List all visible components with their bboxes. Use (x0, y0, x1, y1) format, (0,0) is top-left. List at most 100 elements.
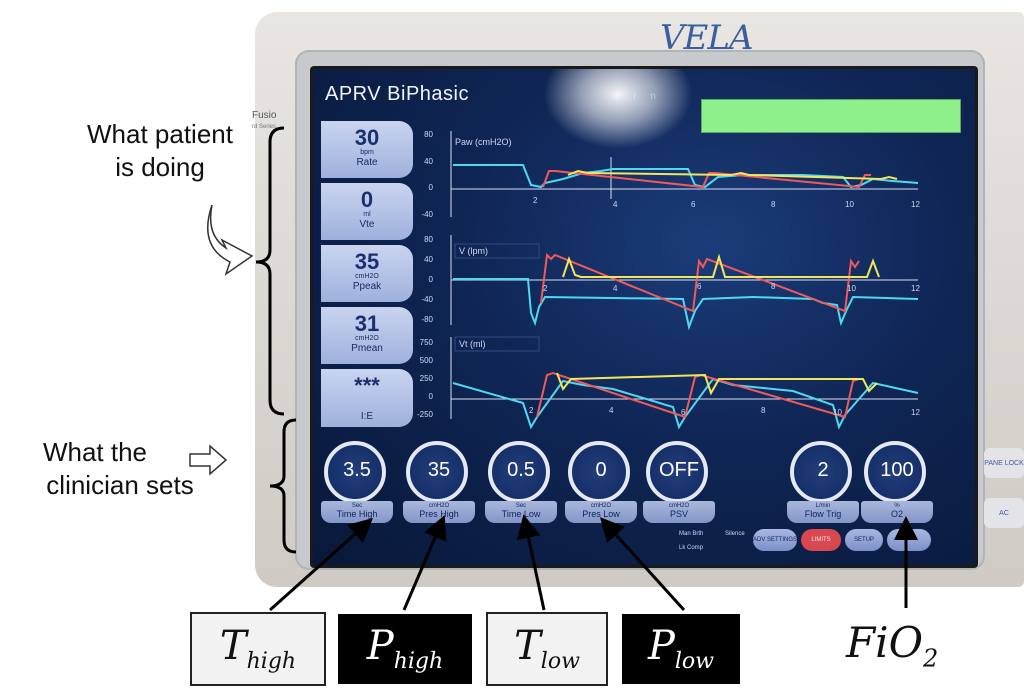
setup-label: SETUP (853, 536, 874, 543)
volume-trace-cyan (452, 377, 919, 430)
flow-xtick-8: 8 (771, 282, 776, 291)
flow-ytick-0: 0 (429, 275, 434, 284)
monitor-rate: 30 bpm Rate (321, 121, 413, 178)
limits-button[interactable]: LIMITS (801, 529, 841, 551)
flow-trace-red (540, 252, 860, 313)
knob-flow-trig-label: Flow Trig (804, 509, 842, 519)
knob-time-high-label: Time High (336, 509, 378, 519)
knob-pres-low-label: Pres Low (582, 509, 620, 519)
annotation-clinician-line1: What the (42, 437, 148, 467)
flow-trace-cyan (453, 278, 919, 331)
silence-label[interactable]: Silence (725, 531, 745, 537)
bracket-patient-icon (255, 126, 285, 416)
label-t-high-sub: high (246, 649, 297, 674)
knob-pres-high-ring (406, 441, 468, 503)
ac-label: AC (999, 509, 1009, 517)
label-fio2: FiO2 (846, 618, 938, 672)
arrow-t-low-icon (516, 514, 546, 611)
paw-xtick-8: 8 (771, 200, 776, 209)
knob-time-high-value: 3.5 (343, 459, 371, 481)
flow-xtick-12: 12 (911, 284, 920, 293)
adv-settings-label: ADV SETTINGS (753, 536, 798, 543)
annotation-clinician: What the clinician sets (20, 436, 220, 502)
paw-xtick-6: 6 (691, 200, 696, 209)
knob-o2-value: 100 (880, 459, 914, 481)
paw-ytick-80: 80 (424, 130, 433, 139)
leak-comp-label[interactable]: Lk Comp (679, 545, 704, 551)
vol-xtick-6: 6 (681, 408, 686, 417)
knob-pres-low[interactable]: 0 cmH2O Pres Low (565, 441, 637, 523)
paw-xtick-2: 2 (533, 196, 538, 205)
knob-time-high-plate: Sec Time High (321, 501, 393, 523)
knob-flow-trig-ring (790, 441, 852, 503)
knob-psv-value: OFF (659, 459, 699, 481)
knob-pres-low-ring (568, 441, 630, 503)
knob-time-high[interactable]: 3.5 Sec Time High (321, 441, 393, 523)
right-arrow-icon (189, 444, 228, 476)
vol-ytick-250: 250 (420, 374, 434, 383)
waveform-panel: Paw (cmH2O) 80 40 0 -40 2 4 6 8 10 12 V … (417, 130, 920, 430)
monitor-rate-value: 30 (354, 125, 380, 150)
monitor-pmean-unit: cmH2O (355, 335, 379, 342)
knob-pres-high-label: Pres High (419, 509, 459, 519)
waveform-flow-title: V (lpm) (459, 246, 488, 256)
panel-lock-label: PANE LOCK (984, 459, 1024, 467)
knob-time-low-unit: Sec (515, 503, 527, 509)
volume-trace-red (536, 371, 860, 419)
monitor-pmean-label: Pmean (351, 343, 383, 354)
knob-pres-low-value: 0 (595, 459, 607, 481)
vol-xtick-10: 10 (833, 408, 842, 417)
monitor-vte-value: 0 (360, 187, 374, 212)
paw-ytick-0: 0 (429, 183, 434, 192)
monitor-ppeak: 35 cmH2O Ppeak (321, 245, 413, 302)
knob-flow-trig-value: 2 (817, 459, 829, 481)
paw-ytick-40: 40 (424, 157, 433, 166)
monitor-ie-value: *** (354, 373, 380, 398)
knob-o2-label: O2 (890, 509, 903, 519)
knob-pres-high[interactable]: 35 cmH2O Pres High (403, 441, 475, 523)
limits-label: LIMITS (811, 536, 831, 543)
ventilator-screen: APRV BiPhasic a i n 30 bpm Rate 0 ml Vte… (310, 66, 978, 568)
knob-flow-trig[interactable]: 2 L/min Flow Trig (787, 441, 859, 523)
monitor-pmean: 31 cmH2O Pmean (321, 307, 413, 364)
knob-o2-unit: % (894, 503, 900, 509)
paw-trace-cyan (453, 164, 919, 189)
vol-ytick-750: 750 (420, 338, 434, 347)
label-t-low: Tlow (486, 612, 608, 686)
flow-xtick-4: 4 (613, 284, 618, 293)
monitor-pmean-value: 31 (354, 311, 380, 336)
arrow-t-high-icon (269, 518, 373, 612)
monitor-ppeak-value: 35 (354, 249, 380, 274)
knob-psv-plate: cmH2O PSV (643, 501, 715, 523)
side-brand-sub: rd Series (252, 124, 277, 130)
knob-psv-label: PSV (669, 509, 688, 519)
label-p-high-sub: high (393, 649, 444, 674)
label-t-high-main: T (219, 623, 247, 669)
knob-psv[interactable]: OFF cmH2O PSV (643, 441, 715, 523)
waveform-volume-title: Vt (ml) (459, 339, 486, 349)
knob-time-low[interactable]: 0.5 Sec Time Low (485, 441, 557, 523)
knob-psv-unit: cmH2O (668, 503, 690, 509)
arrow-p-high-icon (402, 514, 447, 611)
curved-arrow-icon (207, 204, 254, 276)
vol-xtick-8: 8 (761, 406, 766, 415)
vol-xtick-12: 12 (911, 408, 920, 417)
flow-xtick-6: 6 (697, 282, 702, 291)
knob-time-low-label: Time Low (501, 509, 541, 519)
ac-button[interactable]: AC (984, 498, 1024, 528)
label-fio2-main: FiO (846, 618, 924, 667)
adv-settings-button[interactable]: ADV SETTINGS (753, 529, 797, 551)
knob-pres-high-unit: cmH2O (428, 503, 450, 509)
knob-pres-high-plate: cmH2O Pres High (403, 501, 475, 523)
panel-lock-button[interactable]: PANE LOCK (984, 448, 1024, 478)
flow-xtick-10: 10 (847, 284, 856, 293)
knob-flow-trig-plate: L/min Flow Trig (787, 501, 859, 523)
label-p-high: Phigh (338, 614, 472, 684)
man-breath-label[interactable]: Man Brth (679, 531, 704, 537)
annotation-clinician-line2: clinician sets (46, 470, 194, 500)
monitor-ie-label: I:E (360, 411, 374, 422)
flow-xtick-2: 2 (543, 284, 548, 293)
knob-o2[interactable]: 100 % O2 (861, 441, 933, 523)
setup-button[interactable]: SETUP (845, 529, 883, 551)
